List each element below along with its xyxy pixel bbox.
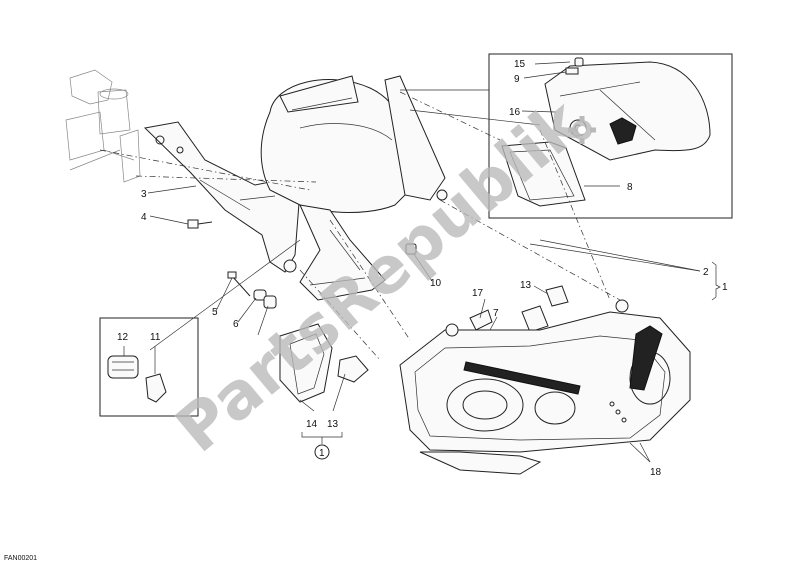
callout-18: 18	[650, 467, 662, 478]
bolt-5	[227, 271, 251, 297]
bulbs	[469, 285, 569, 341]
headlight-support-bracket	[143, 121, 301, 273]
upper-fairing	[260, 75, 448, 301]
grommet-2	[263, 295, 277, 309]
callout-4: 4	[141, 212, 147, 223]
callout-7: 7	[493, 308, 499, 319]
socket-inset	[99, 317, 199, 417]
callout-15: 15	[514, 59, 526, 70]
position-light	[279, 323, 369, 403]
headlight-assembly	[399, 299, 691, 475]
callout-17: 17	[472, 288, 484, 299]
callout-labels: 1 2 3 4 5 6 7 8 9 10 11 12 13 13 14 15 1…	[117, 59, 728, 478]
callout-12: 12	[117, 332, 129, 343]
instrument-inset	[488, 53, 733, 219]
bushing-6	[253, 289, 267, 301]
callout-14: 14	[306, 419, 318, 430]
callout-8: 8	[627, 182, 633, 193]
callout-10: 10	[430, 278, 442, 289]
callout-6: 6	[233, 319, 239, 330]
frame-sketch	[65, 69, 141, 183]
callout-9: 9	[514, 74, 520, 85]
callout-16: 16	[509, 107, 521, 118]
gear-logo-icon	[568, 116, 596, 144]
leader-lines	[123, 61, 721, 463]
callout-2-right: 2	[703, 267, 709, 278]
callout-3: 3	[141, 189, 147, 200]
group-marker-1: 1	[319, 448, 325, 459]
callout-5: 5	[212, 307, 218, 318]
diagram-code: FAN00201	[4, 555, 37, 562]
callout-11: 11	[150, 332, 161, 343]
callout-13-bottom: 13	[327, 419, 339, 430]
assembly-lines	[99, 89, 701, 361]
callout-13-top: 13	[520, 280, 532, 291]
grommet-10	[405, 243, 417, 255]
callout-1: 1	[722, 282, 728, 293]
screw-4	[187, 219, 213, 229]
